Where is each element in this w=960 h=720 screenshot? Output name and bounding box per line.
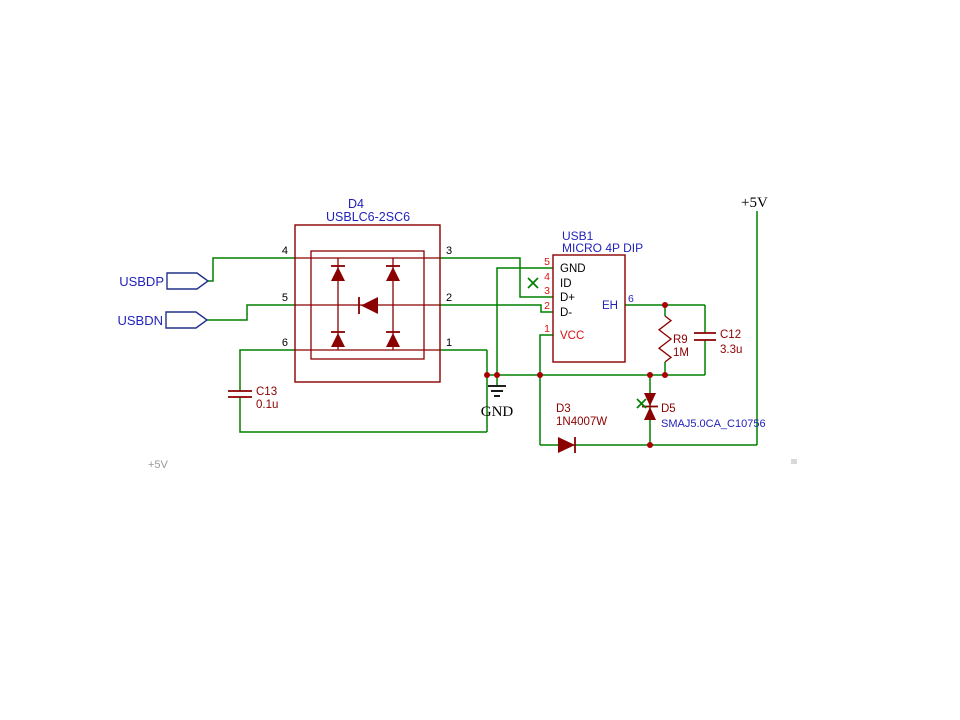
cropped-label-artifact: +5V [148,459,169,471]
c12-value: 3.3u [720,344,742,356]
usb1-name-id: ID [560,278,572,290]
d5-ref: D5 [661,403,676,415]
component-d5: D5 SMAJ5.0CA_C10756 [636,393,766,430]
usb1-name-gnd: GND [560,263,586,275]
usb1-ref: USB1 [562,229,594,243]
junction-dot [647,372,653,378]
component-r9: R9 1M [657,315,689,363]
usb1-eh-pin: 6 [628,293,634,305]
gnd-label: GND [481,404,514,420]
junction-dot [662,372,668,378]
r9-value: 1M [673,347,689,359]
component-c13: C13 0.1u [228,386,278,411]
ground-symbol: GND [481,385,514,420]
wire-dminus [440,304,553,313]
d5-triangle-bottom [644,407,656,420]
usb1-name-vcc: VCC [560,330,584,342]
d5-triangle-top [644,393,656,406]
d3-value: 1N4007W [556,416,607,428]
d4-pin2: 2 [446,292,452,304]
d4-zener [361,297,378,314]
usb1-pin5: 5 [544,256,550,268]
junction-dot [494,372,500,378]
no-connect-x-icon [527,277,539,289]
wire-pin6-c13 [239,349,295,391]
wire-dplus [440,257,553,298]
component-d3: D3 1N4007W [556,403,607,453]
d3-ref: D3 [556,403,571,415]
d4-pin5: 5 [282,292,288,304]
r9-ref: R9 [673,334,688,346]
wire-c13-bottom [239,397,487,433]
d4-ref: D4 [348,197,364,211]
d4-value: USBLC6-2SC6 [326,210,410,224]
usb1-pin1: 1 [544,323,550,335]
junction-dot [537,372,543,378]
usb1-pin4: 4 [544,271,550,283]
junction-dot [662,302,668,308]
wire-vcc [539,334,553,375]
edge-artifact [791,459,797,464]
usb1-name-dplus: D+ [560,292,575,304]
d3-diode [558,437,575,453]
wire-usb-gnd [496,267,553,375]
d4-diode-top-right [386,267,400,281]
port-usbdn: USBDN [117,311,209,329]
wire-usbdp [208,257,295,282]
d4-diode-bottom-right [386,333,400,347]
plus5v-label: +5V [741,195,768,211]
usb1-value: MICRO 4P DIP [562,241,643,255]
component-usb1: USB1 MICRO 4P DIP 5 4 3 2 1 GND ID D+ D-… [527,229,643,363]
wire-usbdn [207,304,295,321]
usb1-box [552,254,626,363]
usbdn-label: USBDN [117,313,163,328]
usb1-eh-label: EH [602,300,618,312]
d4-pin1: 1 [446,337,452,349]
usb1-pin2: 2 [544,300,550,312]
d4-pin4: 4 [282,245,288,257]
c13-ref: C13 [256,386,277,398]
d4-diode-top-left [331,267,345,281]
d4-inner-box [310,250,425,360]
d4-pin3: 3 [446,245,452,257]
c13-value: 0.1u [256,399,278,411]
junction-dot [484,372,490,378]
usb1-pin3: 3 [544,285,550,297]
junction-dots [484,302,668,448]
usb1-name-dminus: D- [560,307,572,319]
d5-value: SMAJ5.0CA_C10756 [661,418,766,430]
d4-pin6: 6 [282,337,288,349]
usbdn-flag-icon [165,311,209,329]
junction-dot [647,442,653,448]
d5-erc-x-icon [636,398,647,409]
c12-ref: C12 [720,329,741,341]
component-d4: D4 USBLC6-2SC6 4 5 6 3 2 1 [282,197,452,383]
r9-zigzag [657,315,673,363]
component-c12: C12 3.3u [694,329,742,356]
port-usbdp: USBDP [119,272,210,290]
power-5v: +5V [741,195,768,211]
d4-diode-bottom-left [331,333,345,347]
usbdp-flag-icon [166,272,210,290]
usbdp-label: USBDP [119,274,164,289]
